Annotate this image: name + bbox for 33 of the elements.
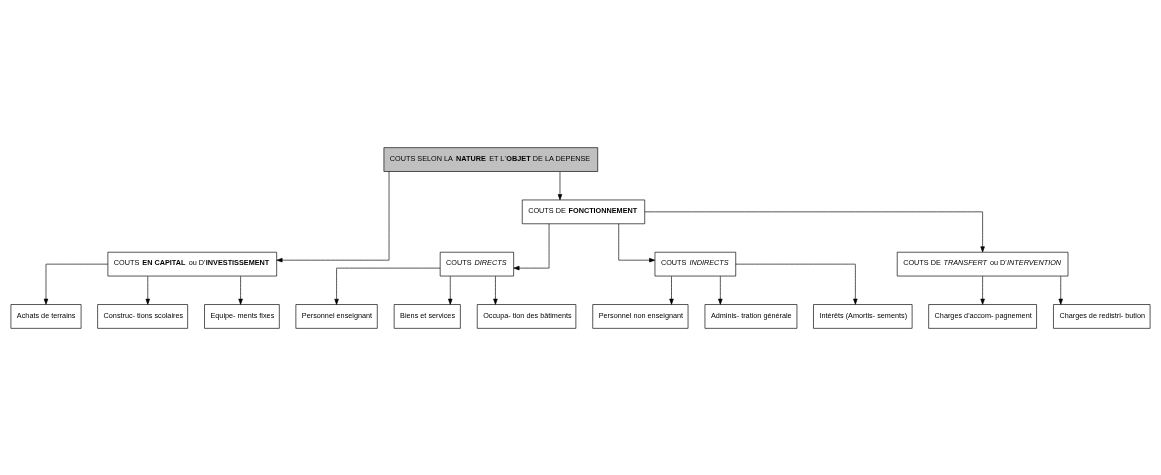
arrow <box>557 170 563 200</box>
arrow <box>145 275 150 305</box>
arrow <box>1058 275 1063 305</box>
node-box: Achats de terrains <box>10 303 82 329</box>
node-box: Intérêts (Amortis- sements) <box>813 303 913 329</box>
arrow <box>334 267 441 305</box>
arrow <box>513 222 550 270</box>
arrow <box>448 275 453 305</box>
node-box: Charges de redistri- bution <box>1053 303 1151 329</box>
node-box: COUTS EN CAPITAL ou D'INVESTISSEMENT <box>107 251 277 276</box>
arrow <box>735 263 858 305</box>
node-box: COUTS DE FONCTIONNEMENT <box>521 199 646 224</box>
arrow <box>276 170 390 262</box>
arrow <box>493 275 498 305</box>
node-box: Personnel enseignant <box>295 303 378 329</box>
arrow <box>980 275 985 305</box>
node-box: Construc- tions scolaires <box>97 303 188 329</box>
arrow <box>669 275 674 305</box>
arrow <box>43 263 109 305</box>
node-box: COUTS SELON LA NATURE ET L'OBJET DE LA DEPENSE <box>383 146 599 172</box>
node-box: COUTS DIRECTS <box>439 251 514 276</box>
node-box: COUTS DE TRANSFERT ou D'INTERVENTION <box>896 251 1069 276</box>
node-box: COUTS INDIRECTS <box>654 251 737 276</box>
node-box: Equipe- ments fixes <box>204 303 280 329</box>
node-box: Personnel non enseignant <box>592 303 689 329</box>
arrow <box>644 211 985 252</box>
arrow <box>718 275 723 305</box>
arrow <box>238 275 243 305</box>
node-box: Occupa- tion des bâtiments <box>476 303 577 329</box>
node-box: Adminis- tration générale <box>704 303 798 329</box>
node-box: Charges d'accom- pagnement <box>928 303 1037 329</box>
node-box: Biens et services <box>393 303 461 329</box>
arrow <box>618 222 656 262</box>
